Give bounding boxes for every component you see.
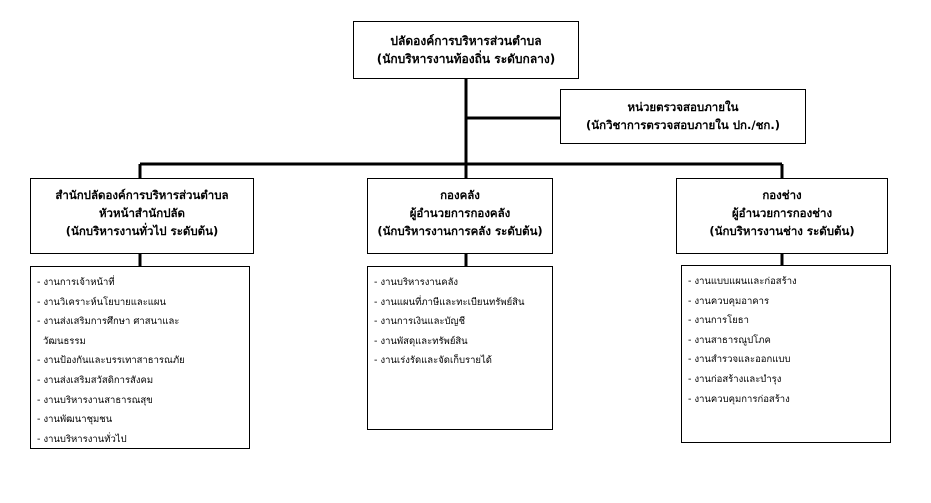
department-box-finance: กองคลัง ผู้อำนวยการกองคลัง (นักบริหารงาน…: [367, 178, 553, 254]
list-item: - งานบริหารงานคลัง: [374, 277, 459, 288]
department-title: กองคลัง: [440, 188, 480, 202]
list-item: - งานควบคุมการก่อสร้าง: [688, 393, 790, 405]
list-item: - งานเร่งรัดและจัดเก็บรายได้: [374, 355, 492, 367]
chief-title: ปลัดองค์การบริหารส่วนตำบล: [390, 34, 542, 48]
department-box-engineering: กองช่าง ผู้อำนวยการกองช่าง (นักบริหารงาน…: [676, 178, 888, 254]
list-item: - งานบริหารงานสาธารณสุข: [37, 394, 153, 406]
list-item: - งานควบคุมอาคาร: [688, 295, 770, 307]
list-item: - งานก่อสร้างและบำรุง: [688, 373, 782, 385]
list-item: วัฒนธรรม: [37, 335, 86, 347]
audit-title: หน่วยตรวจสอบภายใน: [627, 100, 739, 114]
list-item: - งานส่งเสริมการศึกษา ศาสนาและ: [37, 316, 180, 328]
department-title: สำนักปลัดองค์การบริหารส่วนตำบล: [55, 188, 229, 202]
department-head: ผู้อำนวยการกองช่าง: [731, 206, 833, 220]
list-item: - งานการโยธา: [688, 315, 749, 327]
list-item: - งานส่งเสริมสวัสดิการสังคม: [37, 374, 154, 386]
list-item: - งานวิเคราะห์นโยบายและแผน: [37, 296, 166, 308]
list-item: - งานป้องกันและบรรเทาสาธารณภัย: [37, 355, 185, 367]
task-list-finance: - งานบริหารงานคลัง - งานแผนที่ภาษีและทะเ…: [367, 266, 553, 430]
list-item: - งานแผนที่ภาษีและทะเบียนทรัพย์สิน: [374, 296, 525, 308]
list-item: - งานพัฒนาชุมชน: [37, 414, 113, 426]
department-rank: (นักบริหารงานช่าง ระดับต้น): [709, 224, 855, 238]
task-list-office: - งานการเจ้าหน้าที่ - งานวิเคราะห์นโยบาย…: [30, 266, 250, 449]
list-item: - งานการเงินและบัญชี: [374, 316, 466, 328]
list-item: - งานสาธารณูปโภค: [688, 334, 771, 346]
list-item: - งานพัสดุและทรัพย์สิน: [374, 335, 468, 347]
list-item: - งานแบบแผนและก่อสร้าง: [688, 276, 797, 287]
chief-subtitle: (นักบริหารงานท้องถิ่น ระดับกลาง): [376, 52, 556, 66]
list-item: - งานบริหารงานทั่วไป: [37, 433, 127, 445]
department-title: กองช่าง: [762, 188, 802, 202]
list-item: - งานการเจ้าหน้าที่: [37, 277, 115, 288]
chief-administrator-box: ปลัดองค์การบริหารส่วนตำบล (นักบริหารงานท…: [353, 21, 579, 79]
task-list-engineering: - งานแบบแผนและก่อสร้าง - งานควบคุมอาคาร …: [681, 265, 891, 443]
list-item: - งานสำรวจและออกแบบ: [688, 354, 791, 366]
internal-audit-box: หน่วยตรวจสอบภายใน (นักวิชาการตรวจสอบภายใ…: [560, 89, 806, 144]
audit-subtitle: (นักวิชาการตรวจสอบภายใน ปก./ชก.): [586, 118, 780, 132]
department-box-office: สำนักปลัดองค์การบริหารส่วนตำบล หัวหน้าสำ…: [30, 178, 254, 254]
department-head: หัวหน้าสำนักปลัด: [98, 206, 186, 220]
department-head: ผู้อำนวยการกองคลัง: [409, 206, 511, 220]
department-rank: (นักบริหารงานทั่วไป ระดับต้น): [65, 224, 219, 238]
department-rank: (นักบริหารงานการคลัง ระดับต้น): [377, 224, 543, 238]
